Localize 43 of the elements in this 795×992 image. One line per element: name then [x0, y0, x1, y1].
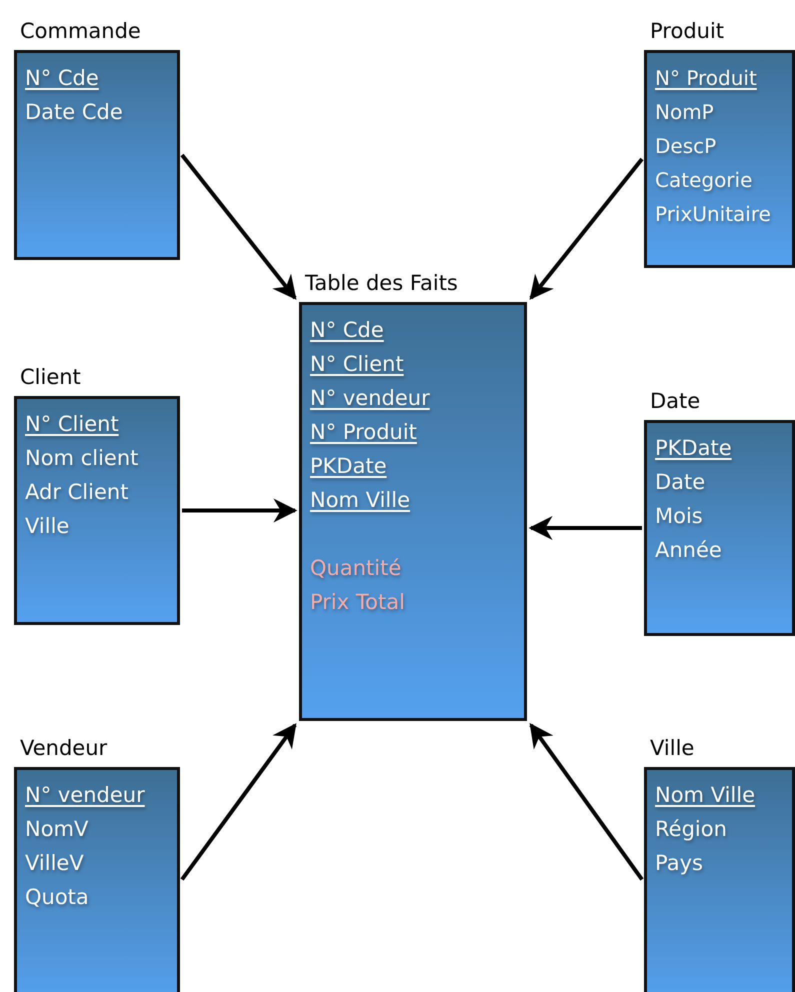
- attribute-field: Adr Client: [25, 475, 128, 509]
- attribute-field: Région: [655, 812, 727, 846]
- attribute-field: NomV: [25, 812, 88, 846]
- arrow: [180, 154, 297, 300]
- table-title: Vendeur: [20, 735, 108, 761]
- arrow: [182, 498, 298, 522]
- table-title: Date: [650, 388, 700, 414]
- table-title: Client: [20, 364, 81, 390]
- table-title: Produit: [650, 18, 724, 44]
- key-field: N° Client: [310, 347, 404, 381]
- key-field: PKDate: [655, 431, 732, 465]
- attribute-field: Nom client: [25, 441, 138, 475]
- arrow: [528, 516, 642, 540]
- attribute-field: Date Cde: [25, 95, 123, 129]
- attribute-field: NomP: [655, 95, 714, 129]
- table-title: Commande: [20, 18, 141, 44]
- attribute-field: Mois: [655, 499, 703, 533]
- key-field: N° Produit: [655, 61, 757, 95]
- measure-field: Prix Total: [310, 585, 405, 619]
- arrow: [180, 723, 297, 881]
- key-field: N° Client: [25, 407, 119, 441]
- attribute-field: Quota: [25, 880, 89, 914]
- attribute-field: Date: [655, 465, 706, 499]
- key-field: N° vendeur: [25, 778, 145, 812]
- attribute-field: Ville: [25, 509, 70, 543]
- attribute-field: DescP: [655, 129, 716, 163]
- attribute-field: Pays: [655, 846, 703, 880]
- attribute-field: Année: [655, 533, 722, 567]
- arrow: [529, 723, 644, 881]
- measure-field: Quantité: [310, 551, 402, 585]
- key-field: PKDate: [310, 449, 387, 483]
- attribute-field: Categorie: [655, 163, 752, 197]
- key-field: Nom Ville: [310, 483, 410, 517]
- key-field: N° Cde: [25, 61, 99, 95]
- attribute-field: PrixUnitaire: [655, 197, 771, 231]
- table-title: Table des Faits: [305, 270, 458, 296]
- key-field: N° Produit: [310, 415, 417, 449]
- key-field: Nom Ville: [655, 778, 756, 812]
- table-title: Ville: [650, 735, 694, 761]
- key-field: N° Cde: [310, 313, 384, 347]
- key-field: N° vendeur: [310, 381, 430, 415]
- arrow: [529, 158, 644, 300]
- attribute-field: VilleV: [25, 846, 84, 880]
